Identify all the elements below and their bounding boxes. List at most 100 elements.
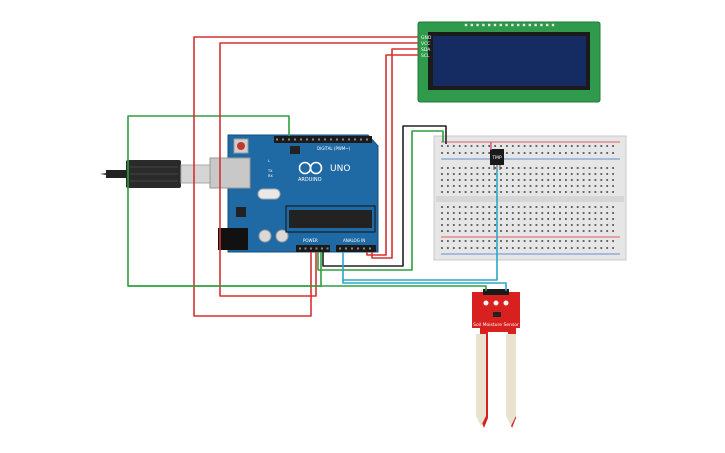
hole xyxy=(282,138,284,141)
hole xyxy=(464,212,467,214)
hole xyxy=(600,230,603,232)
hole xyxy=(447,212,449,214)
hole xyxy=(476,23,479,27)
hole xyxy=(588,230,591,232)
hole xyxy=(535,145,538,147)
hole xyxy=(458,145,461,147)
hole xyxy=(529,152,532,154)
power-jack xyxy=(218,228,248,250)
hole xyxy=(547,247,550,249)
hole xyxy=(588,240,591,242)
hole xyxy=(553,152,555,154)
hole xyxy=(441,145,443,147)
hole xyxy=(326,247,329,250)
hole xyxy=(506,247,508,249)
hole xyxy=(517,224,520,226)
hole xyxy=(517,185,520,187)
hole xyxy=(441,152,443,154)
hole xyxy=(494,206,496,208)
hole xyxy=(523,206,526,208)
hole xyxy=(553,191,555,193)
hole xyxy=(529,185,532,187)
lcd-module: GND VCC SDA SCL xyxy=(417,21,601,103)
hole xyxy=(500,240,502,242)
hole xyxy=(523,173,526,175)
hole xyxy=(464,218,467,220)
hole xyxy=(500,224,502,226)
hole xyxy=(588,167,591,169)
hole xyxy=(300,138,302,141)
hole xyxy=(612,173,614,175)
hole xyxy=(600,167,603,169)
hole xyxy=(523,145,526,147)
hole xyxy=(612,230,614,232)
hole xyxy=(523,224,526,226)
hole xyxy=(582,218,585,220)
hole xyxy=(494,185,496,187)
hole xyxy=(441,185,443,187)
hole xyxy=(488,167,491,169)
hole xyxy=(594,145,597,147)
hole xyxy=(500,247,502,249)
hole xyxy=(441,218,443,220)
hole xyxy=(559,152,561,154)
arduino-logo xyxy=(298,161,323,175)
lcd-pin-label: GND xyxy=(421,35,432,41)
hole xyxy=(570,179,573,181)
hole xyxy=(612,152,614,154)
hole xyxy=(547,212,550,214)
hole xyxy=(366,138,368,141)
hole xyxy=(470,206,473,208)
hole xyxy=(612,167,614,169)
breadboard-holes xyxy=(441,145,614,249)
hole xyxy=(348,138,350,141)
hole xyxy=(488,23,491,27)
hole xyxy=(476,224,479,226)
hole xyxy=(482,224,485,226)
hole xyxy=(345,247,347,250)
hole xyxy=(470,224,473,226)
hole xyxy=(351,247,353,250)
hole xyxy=(315,247,318,250)
hole xyxy=(600,212,603,214)
hole xyxy=(606,179,609,181)
tmp-sensor-label: TMP xyxy=(491,155,502,161)
hole xyxy=(529,179,532,181)
hole xyxy=(324,138,326,141)
wire-black-breadboard xyxy=(322,125,447,267)
hole xyxy=(612,247,614,249)
hole xyxy=(339,247,341,250)
hole xyxy=(553,167,555,169)
hole xyxy=(494,179,496,181)
hole xyxy=(594,247,597,249)
wire-green-left-loop xyxy=(127,115,322,287)
hole xyxy=(488,247,491,249)
hole xyxy=(447,179,449,181)
hole xyxy=(517,247,520,249)
hole xyxy=(452,230,455,232)
hole xyxy=(547,230,550,232)
hole xyxy=(452,191,455,193)
hole xyxy=(452,167,455,169)
hole xyxy=(517,145,520,147)
hole xyxy=(547,224,550,226)
hole xyxy=(476,185,479,187)
hole xyxy=(476,247,479,249)
hole xyxy=(523,179,526,181)
hole xyxy=(528,23,531,27)
hole xyxy=(588,218,591,220)
hole xyxy=(612,218,614,220)
hole xyxy=(517,23,520,27)
hole xyxy=(588,179,591,181)
hole xyxy=(506,167,508,169)
hole xyxy=(582,179,585,181)
hole xyxy=(506,173,508,175)
hole xyxy=(612,145,614,147)
hole xyxy=(476,173,479,175)
hole xyxy=(546,23,549,27)
hole xyxy=(488,191,491,193)
wire-red-scl xyxy=(366,54,418,256)
hole xyxy=(594,224,597,226)
hole xyxy=(547,152,550,154)
hole xyxy=(511,152,514,154)
